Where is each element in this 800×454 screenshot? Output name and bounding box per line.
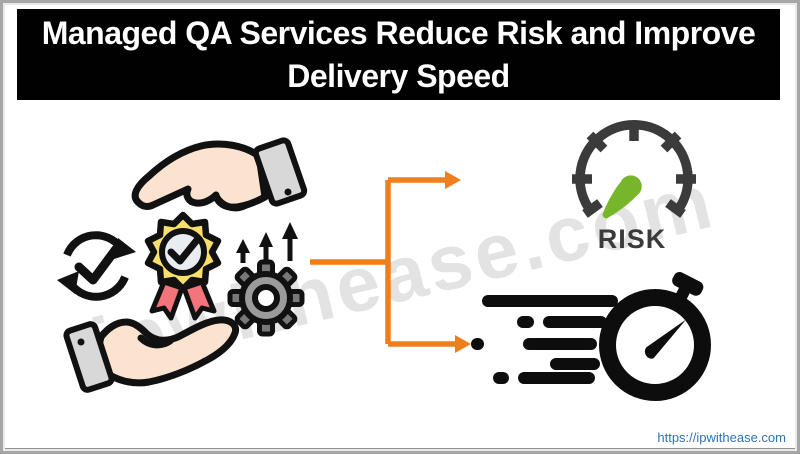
hand-top	[131, 137, 308, 212]
cycle-check-icon	[57, 231, 136, 301]
title-line-1: Managed QA Services Reduce Risk and Impr…	[41, 14, 756, 51]
hand-bottom	[63, 316, 240, 393]
site-url[interactable]: https://ipwithease.com	[657, 430, 786, 445]
title-line-2: Delivery Speed	[287, 57, 510, 94]
risk-label: RISK	[598, 224, 667, 254]
arrowhead-top	[445, 171, 461, 189]
gauge-needle	[602, 175, 642, 219]
growth-arrows-icon	[236, 222, 298, 263]
qa-services-icon	[57, 137, 308, 393]
fast-delivery-stopwatch-icon	[471, 271, 711, 401]
cuff-top	[252, 137, 308, 207]
title-banner: Managed QA Services Reduce Risk and Impr…	[17, 9, 780, 100]
branch-connector	[310, 171, 471, 353]
gear-icon	[227, 259, 305, 337]
risk-gauge-icon: RISK	[572, 120, 696, 254]
quality-badge-icon	[144, 211, 222, 321]
arrowhead-bottom	[455, 335, 471, 353]
cuff-bottom	[63, 321, 115, 393]
speed-lines	[471, 295, 618, 384]
stopwatch-needle	[644, 319, 687, 359]
